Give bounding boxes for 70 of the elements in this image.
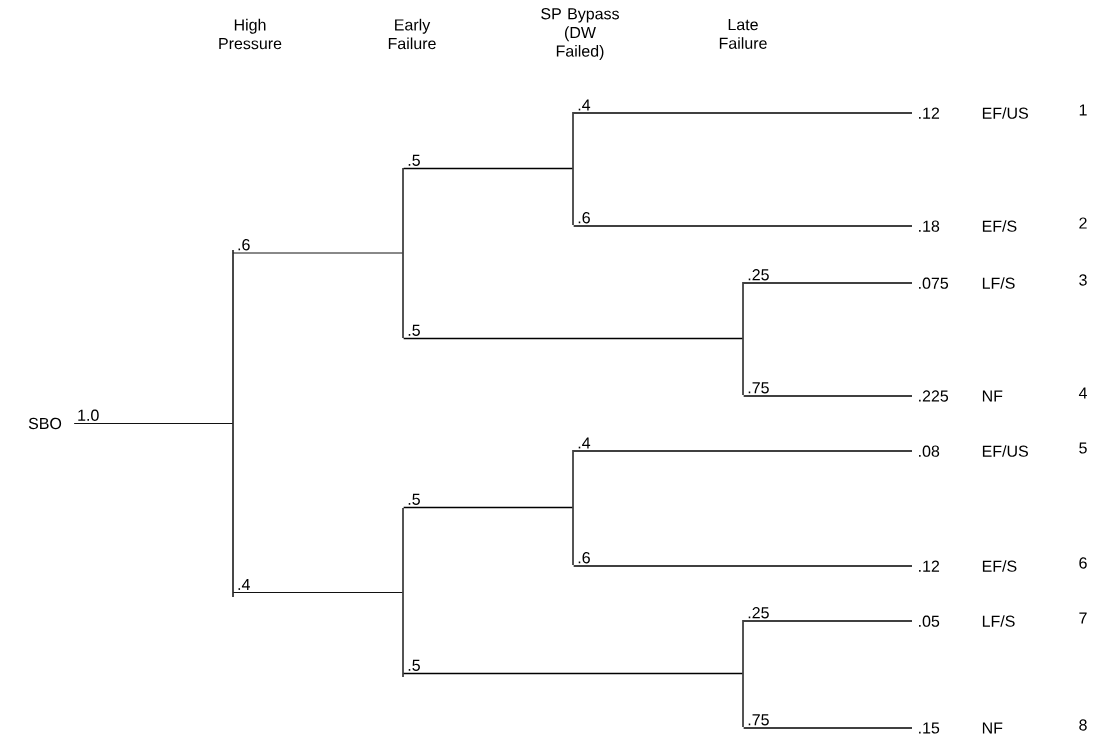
outcome-label: .12 EF/US — [919, 107, 1028, 119]
outcome-number: 2 — [1079, 217, 1087, 229]
branch-line — [743, 727, 913, 729]
branch-line — [232, 249, 234, 598]
outcome-label: .15 NF — [919, 722, 1003, 734]
outcome-label: .05 LF/S — [919, 615, 1015, 627]
outcome-number: 6 — [1079, 557, 1087, 569]
branch-line — [403, 506, 573, 509]
branch-line — [402, 167, 404, 339]
branch-probability: .6 — [578, 212, 590, 224]
outcome-number: 3 — [1079, 274, 1087, 286]
node-label: EF/US — [982, 107, 1028, 119]
outcome-label: .12 EF/S — [919, 560, 1017, 572]
outcome-label: .08 EF/US — [919, 445, 1028, 457]
branch-line — [573, 450, 913, 452]
node-label: EF/S — [982, 220, 1017, 232]
column-heading: Late Failure — [719, 19, 767, 49]
branch-line — [573, 225, 913, 227]
branch-probability: .25 — [748, 269, 769, 281]
branch-line — [742, 619, 744, 728]
branch-line — [402, 507, 404, 678]
branch-probability: .6 — [238, 239, 250, 251]
node-label: LF/S — [982, 615, 1015, 627]
initiating-event-label: SBO — [28, 417, 62, 430]
outcome-label: .075 LF/S — [919, 277, 1015, 289]
branch-probability: .5 — [408, 324, 420, 336]
branch-line — [743, 395, 913, 397]
outcome-number: 1 — [1079, 104, 1087, 116]
outcome-label: .18 EF/S — [919, 220, 1017, 232]
branch-line — [403, 167, 573, 170]
branch-line — [743, 620, 913, 622]
branch-probability: .5 — [408, 659, 420, 671]
node-label: EF/US — [982, 445, 1028, 457]
branch-line — [743, 282, 913, 284]
branch-probability: .4 — [578, 99, 591, 111]
branch-probability: .25 — [748, 607, 769, 619]
branch-line — [403, 672, 743, 675]
branch-probability: .5 — [408, 493, 420, 505]
column-heading: High Pressure — [219, 18, 282, 50]
branch-line — [742, 281, 744, 396]
branch-line — [233, 592, 403, 593]
outcome-number: 7 — [1079, 612, 1087, 624]
branch-probability: .4 — [578, 437, 591, 449]
node-label: .18 — [919, 220, 940, 232]
branch-probability: .75 — [748, 382, 769, 394]
node-label: EF/S — [982, 560, 1017, 572]
branch-probability: .6 — [578, 552, 590, 564]
branch-line — [233, 252, 403, 254]
node-label: NF — [982, 722, 1003, 734]
column-heading: Early Failure — [388, 18, 436, 50]
branch-probability: 1.0 — [78, 409, 99, 421]
node-label: .08 — [919, 445, 940, 457]
outcome-number: 5 — [1079, 442, 1087, 454]
branch-line — [572, 449, 574, 566]
branch-line — [573, 112, 913, 114]
branch-line — [403, 337, 743, 340]
outcome-number: 4 — [1078, 387, 1087, 399]
branch-line — [573, 565, 913, 567]
column-heading: SP Bypass (DW Failed) — [541, 8, 619, 60]
branch-line — [572, 111, 574, 226]
node-label: .12 — [919, 107, 940, 119]
node-label: .12 — [919, 560, 940, 572]
branch-probability: .4 — [238, 578, 250, 590]
outcome-number: 8 — [1079, 719, 1087, 731]
branch-probability: .75 — [748, 714, 769, 726]
branch-line — [73, 423, 233, 424]
node-label: .15 — [919, 722, 940, 734]
node-label: .05 — [919, 615, 940, 627]
outcome-label: .225 NF — [919, 390, 1003, 402]
branch-probability: .5 — [408, 154, 420, 166]
